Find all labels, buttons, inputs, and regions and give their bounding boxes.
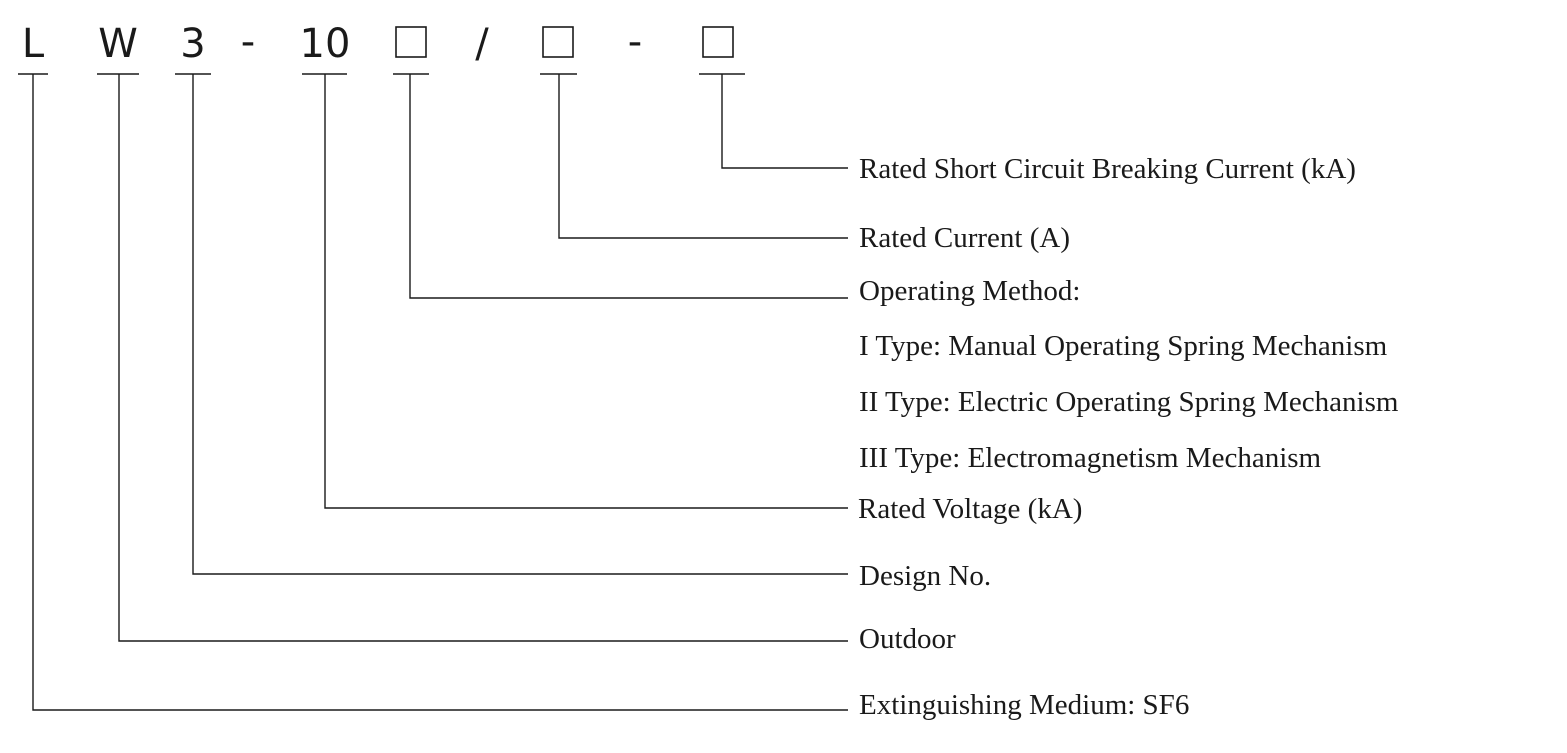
code-letter-l: L [22,21,45,67]
label-breaking-current: Rated Short Circuit Breaking Current (kA… [859,153,1356,185]
leader-outdoor [118,74,848,642]
leader-operating-method [409,74,848,299]
placeholder-box-operating-method [395,26,427,58]
label-rated-voltage: Rated Voltage (kA) [858,493,1082,525]
label-type-1: I Type: Manual Operating Spring Mechanis… [859,330,1388,362]
code-slash: / [475,21,489,67]
code-letter-w: W [98,21,138,67]
placeholder-box-rated-current [542,26,574,58]
label-design-no: Design No. [859,560,991,592]
code-dash-2: - [628,19,642,65]
code-dash-1: - [241,19,255,65]
leader-rated-current [558,74,848,239]
leader-rated-voltage [324,74,848,509]
leader-design-no [192,74,848,575]
label-extinguishing-medium: Extinguishing Medium: SF6 [859,689,1189,721]
label-type-3: III Type: Electromagnetism Mechanism [859,442,1322,474]
label-rated-current: Rated Current (A) [859,222,1070,254]
placeholder-box-breaking-current [702,26,734,58]
code-design-number: 3 [180,21,205,67]
leader-breaking-current [721,74,848,169]
code-voltage-value: 10 [300,21,351,67]
label-type-2: II Type: Electric Operating Spring Mecha… [859,386,1399,418]
label-outdoor: Outdoor [859,623,956,655]
leader-medium [32,74,848,711]
label-operating-method: Operating Method: [859,275,1080,307]
